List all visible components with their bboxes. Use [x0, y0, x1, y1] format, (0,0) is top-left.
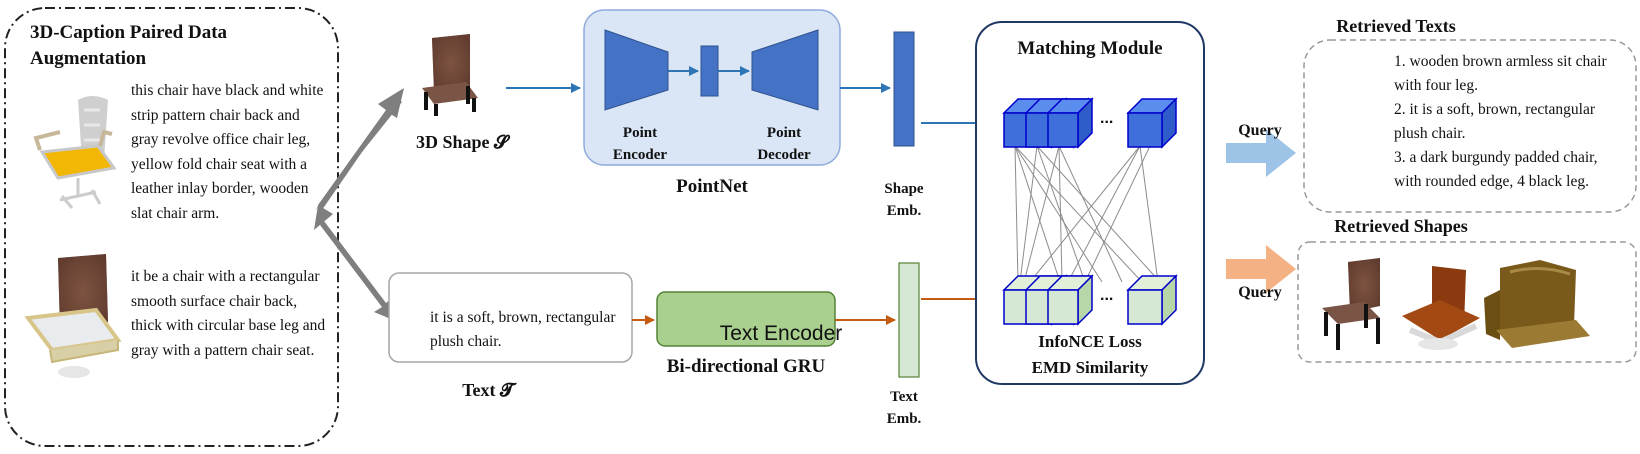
point-encoder-label: Point Encoder	[612, 125, 668, 163]
point-decoder-trapezoid	[751, 29, 819, 111]
augmentation-panel	[4, 7, 339, 447]
chair-image-1	[33, 96, 117, 209]
matching-module-title: Matching Module	[1017, 38, 1163, 59]
text-input-label: Text 𝓣	[462, 380, 514, 400]
retrieved-shape-1	[1322, 258, 1380, 350]
text-prisms-ellipsis: ...	[1100, 287, 1114, 304]
text-prism-last	[1126, 274, 1178, 326]
shape-prisms-ellipsis: ...	[1100, 110, 1114, 127]
augmentation-caption-2: it be a chair with a rectangular smooth …	[131, 268, 326, 359]
query-label-bottom: Query	[1238, 284, 1282, 301]
text-feature-prisms	[1002, 274, 1178, 326]
pointnet-title: PointNet	[676, 176, 748, 197]
shape-embedding-label: Shape Emb.	[884, 181, 924, 219]
emd-similarity-label: EMD Similarity	[1031, 358, 1149, 377]
retrieved-text-3: 3. a dark burgundy padded chair, with ro…	[1394, 149, 1598, 190]
retrieved-texts-box	[1303, 39, 1637, 213]
infonce-loss-label: InfoNCE Loss	[1038, 332, 1142, 351]
latent-code-block	[700, 45, 719, 97]
augmentation-title: 3D-Caption Paired Data Augmentation	[30, 22, 228, 69]
text-input-content: it is a soft, brown, rectangular plush c…	[430, 309, 616, 350]
text-embedding-bar	[898, 262, 920, 378]
text-encoder-label: Text Encoder	[719, 322, 843, 345]
augmentation-arrows	[314, 88, 404, 322]
point-encoder-trapezoid	[604, 29, 669, 111]
point-decoder-label: Point Decoder	[757, 125, 811, 163]
input-shape-image	[422, 34, 478, 116]
shape-embedding-bar	[893, 31, 915, 147]
text-embedding-label: Text Emb.	[886, 389, 922, 427]
query-arrow-bottom	[1226, 245, 1296, 293]
retrieved-shapes-title: Retrieved Shapes	[1334, 216, 1468, 236]
text-prism-3	[1046, 274, 1094, 326]
shape-prism-last	[1126, 97, 1178, 149]
text-input-box	[388, 272, 633, 363]
retrieved-texts-list: 1. wooden brown armless sit chair with f…	[1394, 50, 1622, 194]
shape-input-label: 3D Shape 𝓢	[416, 132, 508, 152]
shape-feature-prisms	[1002, 97, 1178, 149]
retrieved-texts-title: Retrieved Texts	[1336, 16, 1456, 36]
retrieved-shapes-box	[1297, 241, 1637, 363]
query-arrow-top	[1226, 129, 1296, 177]
chair-image-2	[24, 254, 122, 378]
query-label-top: Query	[1238, 122, 1282, 139]
text-encoder-title: Bi-directional GRU	[666, 356, 826, 377]
matching-connections	[1014, 145, 1161, 283]
shape-prism-3	[1046, 97, 1094, 149]
augmentation-caption-1: this chair have black and white strip pa…	[131, 82, 324, 222]
retrieved-shape-3	[1484, 260, 1590, 348]
retrieved-text-1: 1. wooden brown armless sit chair with f…	[1394, 53, 1607, 94]
retrieved-text-2: 2. it is a soft, brown, rectangular plus…	[1394, 101, 1596, 142]
retrieved-shape-2	[1402, 266, 1480, 350]
matching-module-box	[975, 21, 1205, 385]
